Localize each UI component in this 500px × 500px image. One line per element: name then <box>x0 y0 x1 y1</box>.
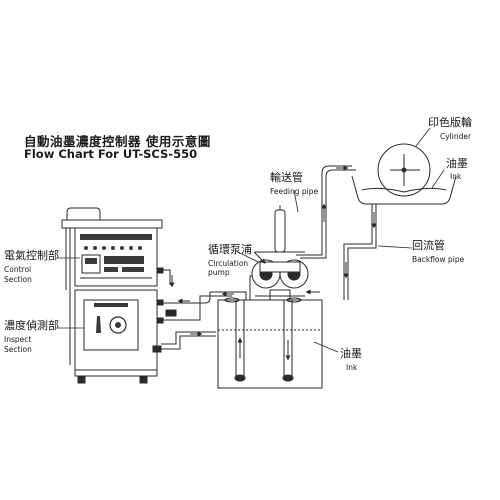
control-section-box <box>74 227 158 287</box>
cabinet-to-tank-pipe <box>163 291 247 304</box>
control-panel <box>80 234 152 279</box>
inspect-panel <box>94 303 128 334</box>
feeding-pipe <box>296 165 352 256</box>
inspect-section-label-en-2: Section <box>4 345 32 354</box>
inspect-section-label-zh: 濃度偵測部 <box>4 319 59 332</box>
ink-top-label-zh: 油墨 <box>446 157 468 170</box>
inspect-section-label-en-1: Inspect <box>4 335 32 344</box>
control-section-label-en-1: Control <box>4 265 32 274</box>
circulation-pump <box>251 205 309 301</box>
flow-arrows <box>169 165 377 361</box>
cylinder-assembly <box>351 143 457 205</box>
ink-bottom-label-en: Ink <box>346 363 358 372</box>
inspect-section-box <box>74 289 158 371</box>
piping <box>160 165 377 350</box>
title-chinese: 自動油墨濃度控制器 使用示意圖 <box>24 134 211 149</box>
ink-top-label-en: Ink <box>450 172 462 181</box>
pump-label-en-2: pump <box>208 268 230 277</box>
feeding-pipe-label-zh: 輸送管 <box>270 171 303 184</box>
feeding-pipe-label-en: Feeding pipe <box>270 187 319 196</box>
switch-icon <box>96 316 101 333</box>
control-section-label-zh: 電氣控制部 <box>4 249 59 262</box>
ink-bottom-label-zh: 油墨 <box>340 347 362 360</box>
backflow-pipe-label-en: Backflow pipe <box>412 255 465 264</box>
cylinder-label-en: Cylinder <box>440 132 472 141</box>
cylinder-label-zh: 印色版輪 <box>428 116 472 129</box>
pump-label-en-1: Circulation <box>208 259 249 268</box>
gauge-icon <box>109 316 127 334</box>
cabinet-handle <box>66 207 101 220</box>
leader-lines <box>58 127 445 353</box>
ink-tank <box>217 297 323 389</box>
control-section-label-en-2: Section <box>4 275 32 284</box>
backflow-pipe-label-zh: 回流管 <box>412 239 445 252</box>
title-english: Flow Chart For UT-SCS-550 <box>24 147 198 161</box>
pump-label-zh: 循環泵浦 <box>208 243 252 256</box>
